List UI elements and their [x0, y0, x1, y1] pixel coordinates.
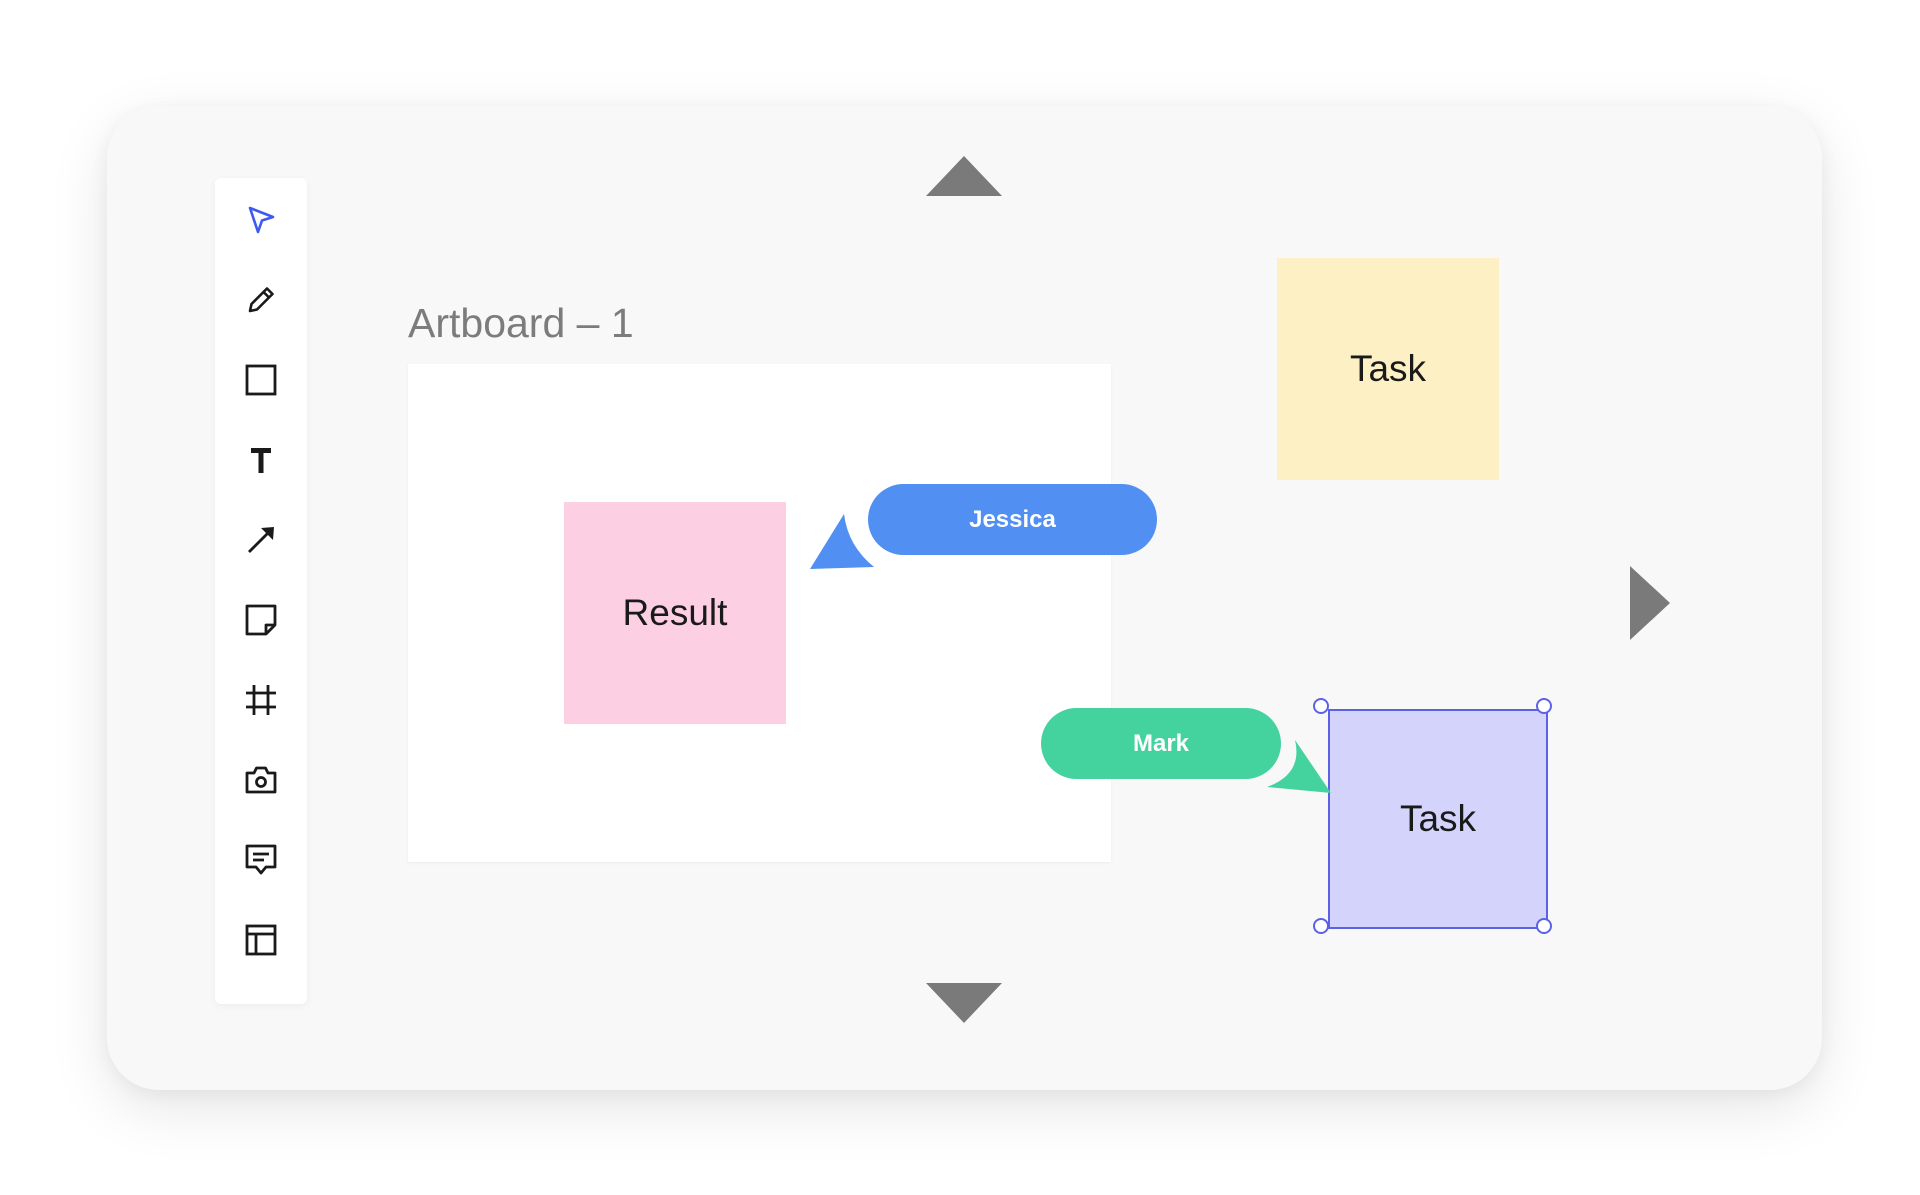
mark-cursor-label: Mark	[1041, 708, 1281, 779]
layout-tool[interactable]	[229, 908, 293, 972]
jessica-cursor-label: Jessica	[868, 484, 1157, 555]
camera-icon	[245, 766, 277, 794]
mark-cursor-pointer-icon	[1267, 740, 1331, 793]
frame-hash-icon	[246, 685, 276, 715]
comment-tool[interactable]	[229, 828, 293, 892]
square-icon	[245, 364, 277, 396]
scroll-down-arrow-icon[interactable]	[926, 983, 1002, 1023]
sticky-note-icon	[245, 604, 277, 636]
resize-handle-top-right[interactable]	[1536, 698, 1552, 714]
scroll-right-arrow-icon[interactable]	[1630, 566, 1670, 640]
scroll-up-arrow-icon[interactable]	[926, 156, 1002, 196]
comment-icon	[245, 844, 277, 875]
sticky-note-result[interactable]: Result	[564, 502, 786, 724]
jessica-cursor-pointer-icon	[810, 514, 874, 569]
diagonal-arrow-icon	[248, 527, 274, 553]
sticky-note-task-selected[interactable]: Task	[1328, 709, 1548, 929]
sticky-note-tool[interactable]	[229, 588, 293, 652]
sticky-note-task[interactable]: Task	[1277, 258, 1499, 480]
resize-handle-bottom-right[interactable]	[1536, 918, 1552, 934]
resize-handle-bottom-left[interactable]	[1313, 918, 1329, 934]
artboard-title[interactable]: Artboard – 1	[408, 300, 634, 346]
arrow-tool[interactable]	[229, 508, 293, 572]
camera-tool[interactable]	[229, 748, 293, 812]
resize-handle-top-left[interactable]	[1313, 698, 1329, 714]
cursor-arrow-icon	[248, 206, 275, 234]
rectangle-tool[interactable]	[229, 348, 293, 412]
text-tool[interactable]	[229, 428, 293, 492]
select-tool[interactable]	[229, 188, 293, 252]
pen-tool[interactable]	[229, 268, 293, 332]
frame-tool[interactable]	[229, 668, 293, 732]
tool-palette	[215, 178, 307, 1004]
layout-grid-icon	[245, 924, 277, 956]
pencil-icon	[248, 287, 274, 313]
text-t-icon	[251, 448, 271, 473]
